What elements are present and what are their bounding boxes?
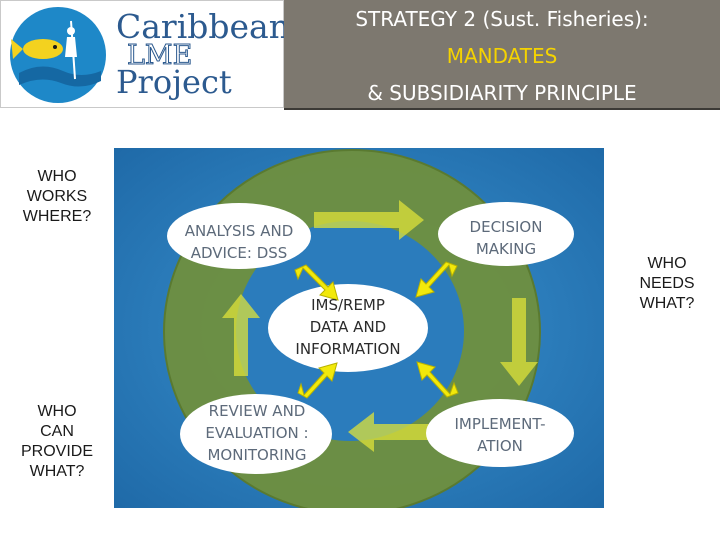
node-line: INFORMATION [295,340,401,358]
logo-graphic: Caribbean LME Project [10,7,285,103]
node-line: ANALYSIS AND [184,222,294,240]
node-implementation-bg [426,399,574,467]
logo-line2: LME [127,40,192,71]
question-line: WHO [37,168,77,185]
node-review-bg [180,394,332,474]
arrow-review-to-analysis [222,294,260,376]
question-who-can-provide-what: WHO CAN PROVIDE WHAT? [14,402,100,482]
spoke-arrow-decision [415,261,458,298]
spoke-arrow-review [297,362,338,399]
node-center-data: IMS/REMP DATA AND INFORMATION [278,294,418,360]
arrow-implementation-to-review [348,412,454,452]
node-implementation: IMPLEMENT- ATION [432,413,568,457]
question-line: PROVIDE [20,443,93,460]
node-line: MAKING [475,240,537,258]
node-line: ADVICE: DSS [190,244,288,262]
spoke-arrows [294,261,459,399]
slide-title: STRATEGY 2 (Sust. Fisheries): MANDATES &… [284,0,720,110]
logo-line3: Project [116,63,232,101]
management-cycle-diagram: ANALYSIS AND ADVICE: DSS DECISION MAKING… [114,148,604,508]
node-line: REVIEW AND [208,402,306,420]
node-line: DATA AND [309,318,387,336]
title-line-1: STRATEGY 2 (Sust. Fisheries): [355,7,649,31]
title-line-3: & SUBSIDIARITY PRINCIPLE [367,81,637,105]
question-line: WHAT? [639,295,695,312]
question-line: WHO [647,255,687,272]
node-center-bg [268,284,428,372]
node-line: MONITORING [207,446,307,464]
node-line: DECISION [469,218,543,236]
node-line: IMS/REMP [311,296,385,314]
logo-line1: Caribbean [116,7,285,46]
caribbean-lme-logo: Caribbean LME Project [0,0,285,108]
node-decision-bg [438,202,574,266]
spoke-arrow-analysis [294,264,339,301]
question-line: WHERE? [22,208,92,225]
question-line: CAN [40,423,74,440]
arrow-analysis-to-decision [314,200,424,240]
node-line: ATION [477,437,523,455]
node-analysis-advice: ANALYSIS AND ADVICE: DSS [169,220,309,264]
question-line: NEEDS [639,275,695,292]
node-decision-making: DECISION MAKING [444,216,568,260]
spoke-arrow-implementation [416,361,459,398]
node-analysis-bg [167,203,311,269]
node-line: EVALUATION : [205,424,309,442]
question-who-needs-what: WHO NEEDS WHAT? [624,254,710,314]
node-review-evaluation: REVIEW AND EVALUATION : MONITORING [182,400,332,466]
question-line: WHAT? [29,463,85,480]
cycle-graphic [114,148,604,508]
question-who-works-where: WHO WORKS WHERE? [14,167,100,227]
question-line: WORKS [26,188,88,205]
title-line-2: MANDATES [446,44,558,68]
arrow-decision-to-implementation [500,298,538,386]
question-line: WHO [37,403,77,420]
node-line: IMPLEMENT- [454,415,546,433]
